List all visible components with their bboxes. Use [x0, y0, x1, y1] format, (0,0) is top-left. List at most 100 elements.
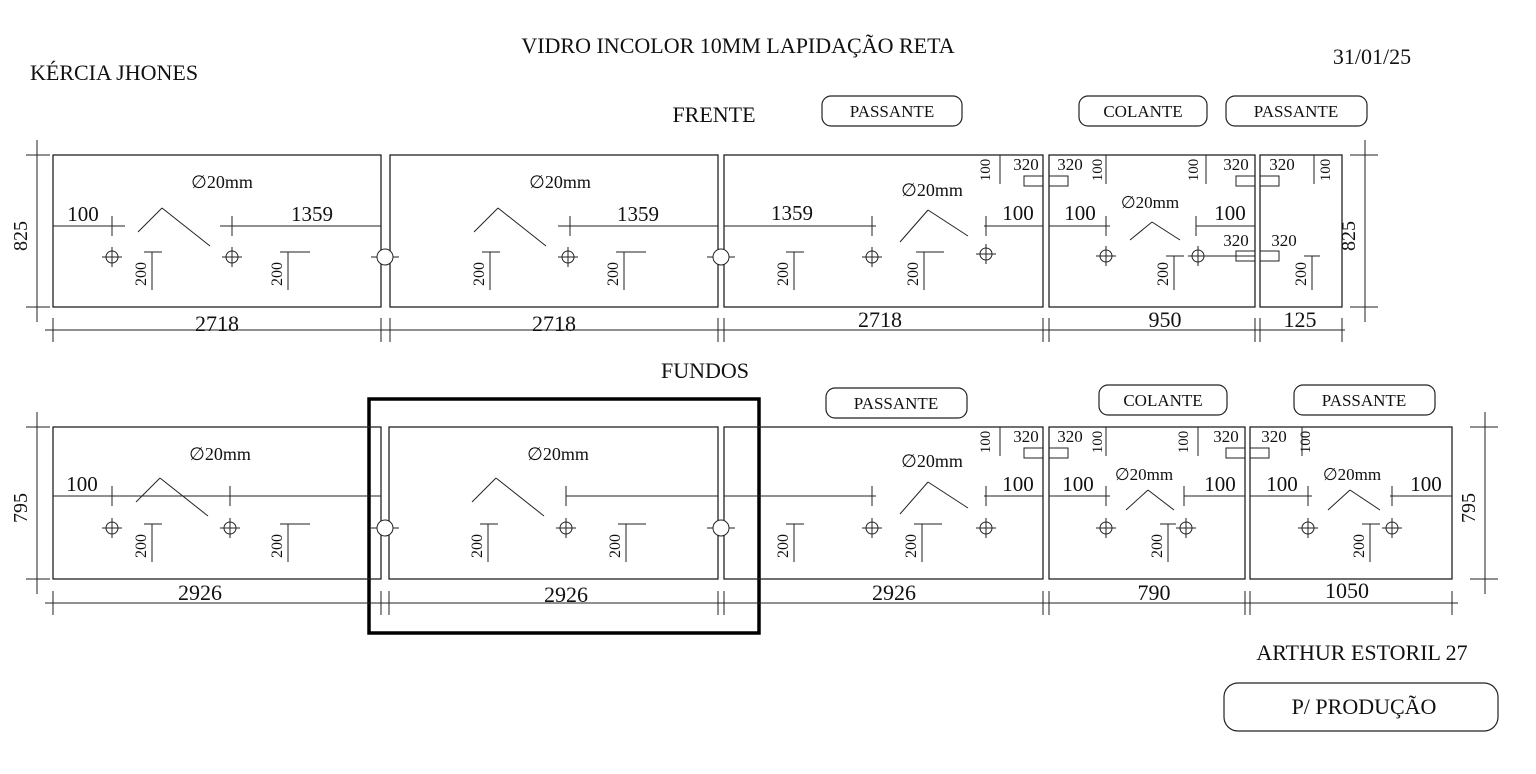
frente-hole-label-p1: ∅20mm — [191, 172, 253, 192]
fundos-offset-200-p1a: 200 — [133, 534, 150, 558]
frente-width-4: 950 — [1149, 307, 1182, 332]
hole-marker-6 — [1096, 246, 1116, 266]
fundos-offset-200-p1b: 200 — [269, 534, 286, 558]
fundos-offset-320-p5a: 320 — [1261, 427, 1287, 446]
tag-fundos-2: COLANTE — [1098, 384, 1228, 416]
section-label-frente: FRENTE — [672, 102, 755, 127]
frente-offset-100-p4v1: 100 — [1090, 159, 1106, 182]
hole-marker-5 — [976, 244, 996, 264]
hole-marker-10 — [556, 518, 576, 538]
frente-panel-2 — [389, 154, 719, 308]
fundos-hole-label-p4: ∅20mm — [1115, 465, 1173, 484]
tag-frente-1: PASSANTE — [821, 95, 963, 127]
fundos-offset-100-p4a: 100 — [1062, 472, 1094, 496]
fundos-offset-200-p4: 200 — [1149, 534, 1166, 558]
fundos-hole-label-p5: ∅20mm — [1323, 465, 1381, 484]
fundos-hole-label-p1: ∅20mm — [189, 444, 251, 464]
frente-offset-100-p3: 100 — [1002, 201, 1034, 225]
fundos-offset-320-p3: 320 — [1013, 427, 1039, 446]
frente-offset-200-p1b: 200 — [269, 262, 286, 286]
fundos-offset-100-p4b: 100 — [1204, 472, 1236, 496]
frente-offset-200-p3b: 200 — [905, 262, 922, 286]
frente-offset-100-p4a: 100 — [1064, 201, 1096, 225]
tag-frente-2-label: COLANTE — [1103, 102, 1182, 121]
hole-marker-8 — [102, 518, 122, 538]
edge-notch-3 — [371, 519, 399, 537]
hole-marker-13 — [1096, 518, 1116, 538]
hole-marker-4 — [862, 247, 882, 267]
tag-fundos-2-label: COLANTE — [1123, 391, 1202, 410]
address-label: ARTHUR ESTORIL 27 — [1256, 640, 1467, 665]
frente-offset-100-p4b: 100 — [1214, 201, 1246, 225]
fundos-width-2: 2926 — [544, 582, 588, 607]
fundos-offset-100-p3: 100 — [1002, 472, 1034, 496]
fundos-offset-200-p2a: 200 — [469, 534, 486, 558]
frente-width-2: 2718 — [532, 311, 576, 336]
fundos-offset-100-p4v2: 100 — [1176, 431, 1192, 454]
fundos-offset-100-p4v1: 100 — [1090, 431, 1106, 454]
frente-offset-320-p3: 320 — [1013, 155, 1039, 174]
hole-marker-15 — [1298, 518, 1318, 538]
fundos-offset-200-p2b: 200 — [607, 534, 624, 558]
highlight-frame — [367, 397, 761, 635]
hole-marker-1 — [102, 247, 122, 267]
section-fundos: FUNDOS PASSANTE COLANTE PASSANTE 795 7 — [10, 358, 1498, 635]
frente-width-5: 125 — [1284, 307, 1317, 332]
status-badge-label: P/ PRODUÇÃO — [1292, 694, 1437, 719]
frente-offset-200-p4: 200 — [1155, 262, 1172, 286]
fundos-width-3: 2926 — [872, 580, 916, 605]
frente-panel-3 — [723, 154, 1044, 308]
fundos-offset-100-p5v: 100 — [1298, 431, 1314, 454]
frente-offset-320-p4c: 320 — [1223, 231, 1249, 250]
hole-markers — [102, 244, 1402, 538]
fundos-offset-200-p3a: 200 — [775, 534, 792, 558]
fundos-panel-5 — [1249, 426, 1453, 580]
frente-offset-1359-p1: 1359 — [291, 202, 333, 226]
fundos-offset-200-p5: 200 — [1351, 534, 1368, 558]
fundos-offset-100-p5a: 100 — [1266, 472, 1298, 496]
frente-offset-200-p2b: 200 — [605, 262, 622, 286]
tag-fundos-1: PASSANTE — [825, 387, 968, 419]
frente-offset-320-p5b: 320 — [1271, 231, 1297, 250]
hole-marker-7 — [1188, 246, 1208, 266]
frente-hole-label-p4: ∅20mm — [1121, 193, 1179, 212]
fundos-width-1: 2926 — [178, 580, 222, 605]
status-badge: P/ PRODUÇÃO — [1223, 682, 1499, 732]
tag-fundos-3: PASSANTE — [1293, 384, 1436, 416]
fundos-panel-1 — [52, 426, 382, 580]
frente-offset-1359-p3: 1359 — [771, 201, 813, 225]
frente-offset-200-p2a: 200 — [471, 262, 488, 286]
document-title: VIDRO INCOLOR 10MM LAPIDAÇÃO RETA — [521, 33, 954, 58]
hole-marker-2 — [222, 247, 242, 267]
frente-offset-200-p1a: 200 — [133, 262, 150, 286]
fundos-hole-label-p3: ∅20mm — [901, 451, 963, 471]
frente-panel-5 — [1259, 154, 1343, 308]
frente-offset-100-p4v2: 100 — [1186, 159, 1202, 182]
frente-height-left: 825 — [10, 221, 32, 251]
hole-marker-9 — [220, 518, 240, 538]
fundos-height-left: 795 — [10, 493, 32, 523]
section-frente: FRENTE PASSANTE COLANTE PASSANTE 825 825 — [10, 95, 1378, 342]
frente-panel-1 — [52, 154, 382, 308]
tag-fundos-1-label: PASSANTE — [854, 394, 938, 413]
edge-notch-2 — [707, 248, 735, 266]
edge-notches — [371, 248, 735, 537]
frente-offset-320-p4a: 320 — [1057, 155, 1083, 174]
document-date: 31/01/25 — [1333, 44, 1411, 69]
edge-notch-1 — [371, 248, 399, 266]
tag-frente-1-label: PASSANTE — [850, 102, 934, 121]
fundos-panel-2 — [388, 426, 719, 580]
hole-marker-16 — [1382, 518, 1402, 538]
frente-offset-200-p3a: 200 — [775, 262, 792, 286]
fundos-width-4: 790 — [1138, 580, 1171, 605]
tag-frente-3: PASSANTE — [1225, 95, 1368, 127]
edge-notch-4 — [707, 519, 735, 537]
frente-offset-100-p1: 100 — [67, 202, 99, 226]
frente-offset-100-p3v: 100 — [978, 159, 994, 182]
fundos-offset-320-p4b: 320 — [1213, 427, 1239, 446]
tag-fundos-3-label: PASSANTE — [1322, 391, 1406, 410]
hole-marker-12 — [976, 518, 996, 538]
fundos-offset-100-p3v: 100 — [978, 431, 994, 454]
frente-offset-200-p5: 200 — [1293, 262, 1310, 286]
